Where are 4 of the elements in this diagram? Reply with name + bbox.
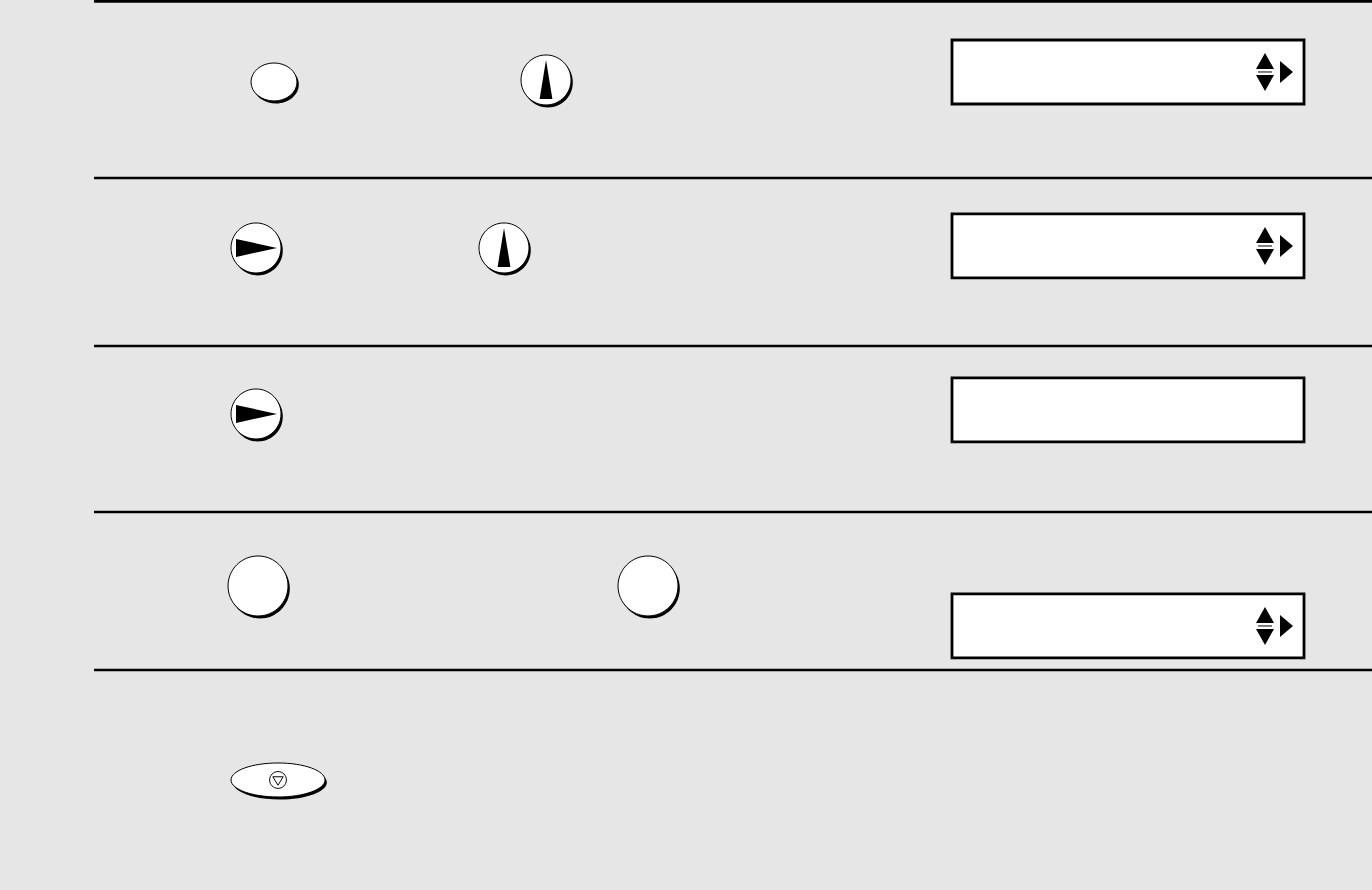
display-screen <box>950 376 1306 444</box>
round-button <box>617 555 680 619</box>
round-button <box>250 62 299 104</box>
round-button <box>227 555 290 619</box>
